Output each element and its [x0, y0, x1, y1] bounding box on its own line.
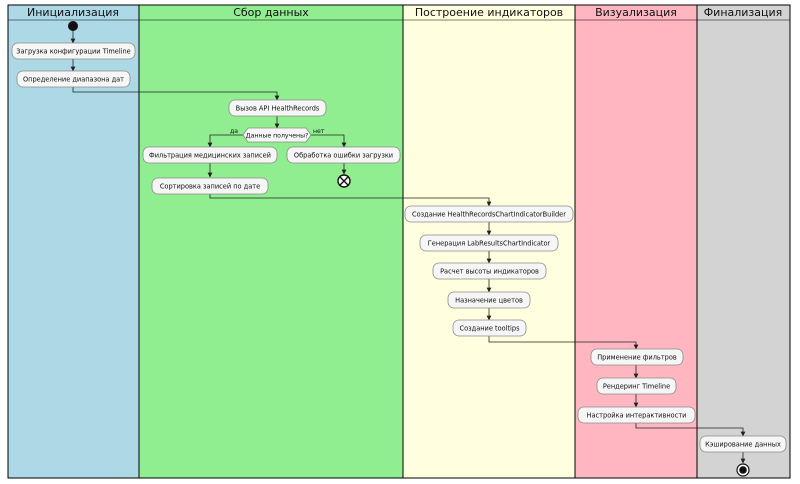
lane-title-fin: Финализация — [704, 6, 783, 19]
activity-label: Загрузка конфигурации Timeline — [16, 48, 130, 56]
activity-label: Генерация LabResultsChartIndicator — [428, 240, 551, 248]
activity-gen-lab: Генерация LabResultsChartIndicator — [419, 234, 559, 252]
lane-title-init: Инициализация — [27, 6, 119, 19]
edges — [70, 31, 746, 464]
end-node — [736, 463, 750, 477]
activity-call-api: Вызов API HealthRecords — [228, 99, 327, 117]
activity-load-error: Обработка ошибки загрузки — [286, 146, 401, 164]
activity-label: Вызов API HealthRecords — [236, 105, 320, 113]
lane-title-build: Построение индикаторов — [415, 6, 563, 19]
activity-calc-height: Расчет высоты индикаторов — [432, 262, 547, 280]
activity-label: Назначение цветов — [455, 297, 523, 305]
activity-filter-records: Фильтрация медицинских записей — [142, 146, 278, 164]
activity-apply-filters: Применение фильтров — [590, 348, 684, 366]
lane-titles: Инициализация Сбор данных Построение инд… — [27, 6, 782, 19]
guard-yes: да — [230, 128, 238, 135]
activity-sort-records: Сортировка записей по дате — [151, 177, 269, 195]
activity-setup-interactivity: Настройка интерактивности — [577, 406, 696, 424]
activity-label: Создание tooltips — [459, 325, 520, 333]
activity-label: Рендеринг Timeline — [603, 383, 670, 391]
swimlane-collect — [138, 4, 404, 479]
activity-label: Кэширование данных — [705, 441, 781, 449]
activity-label: Обработка ошибки загрузки — [294, 152, 393, 160]
start-node — [68, 21, 78, 31]
activity-label: Создание HealthRecordsChartIndicatorBuil… — [412, 211, 566, 219]
activity-create-builder: Создание HealthRecordsChartIndicatorBuil… — [404, 205, 574, 223]
activity-label: Фильтрация медицинских записей — [149, 152, 271, 160]
activity-label: Расчет высоты индикаторов — [440, 268, 539, 276]
activity-label: Определение диапазона дат — [23, 76, 124, 84]
activity-render-timeline: Рендеринг Timeline — [596, 377, 677, 395]
activity-cache-data: Кэширование данных — [699, 435, 787, 453]
flow-final-node — [337, 174, 351, 188]
activity-label: Применение фильтров — [597, 354, 677, 362]
decision-question: Данные получены? — [246, 132, 309, 139]
guard-no: нет — [313, 128, 325, 135]
activity-assign-colors: Назначение цветов — [447, 291, 531, 309]
activity-label: Сортировка записей по дате — [160, 183, 260, 191]
lane-title-collect: Сбор данных — [233, 6, 309, 19]
activity-load-config: Загрузка конфигурации Timeline — [11, 42, 136, 60]
swimlane-fin — [696, 4, 791, 479]
lane-title-vis: Визуализация — [595, 6, 677, 19]
activity-label: Настройка интерактивности — [587, 412, 687, 420]
activity-create-tooltips: Создание tooltips — [452, 319, 527, 337]
decision-data-received: Данные получены? да нет — [230, 127, 325, 143]
activities: Загрузка конфигурации Timeline Определен… — [11, 42, 787, 453]
activity-date-range: Определение диапазона дат — [16, 70, 131, 88]
